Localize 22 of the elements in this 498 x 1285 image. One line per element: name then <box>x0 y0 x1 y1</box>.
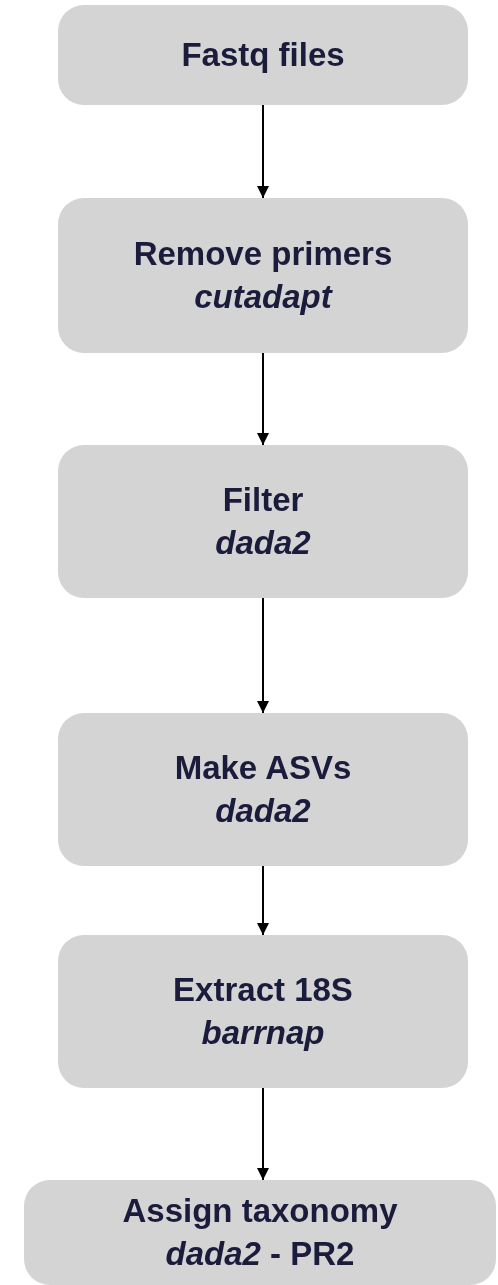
step-title: Make ASVs <box>174 747 352 788</box>
process-box <box>58 713 468 866</box>
arrow <box>257 1087 269 1181</box>
tool-name: barrnap <box>201 1012 325 1053</box>
arrow <box>257 352 269 446</box>
step-title: Extract 18S <box>173 969 353 1010</box>
process-box <box>58 198 468 353</box>
arrow <box>257 104 269 199</box>
arrow <box>257 865 269 936</box>
tool-name: dada2 <box>215 790 311 831</box>
step-title: Fastq files <box>181 34 345 75</box>
process-box <box>24 1180 496 1285</box>
step-title: Filter <box>222 479 304 520</box>
process-box <box>58 5 468 105</box>
tool-name: dada2 - PR2 <box>165 1233 355 1274</box>
tool-name: cutadapt <box>194 276 332 317</box>
process-box <box>58 935 468 1088</box>
arrow <box>257 597 269 714</box>
step-title: Assign taxonomy <box>122 1190 398 1231</box>
process-box <box>58 445 468 598</box>
tool-name: dada2 <box>215 522 311 563</box>
step-title: Remove primers <box>133 233 393 274</box>
